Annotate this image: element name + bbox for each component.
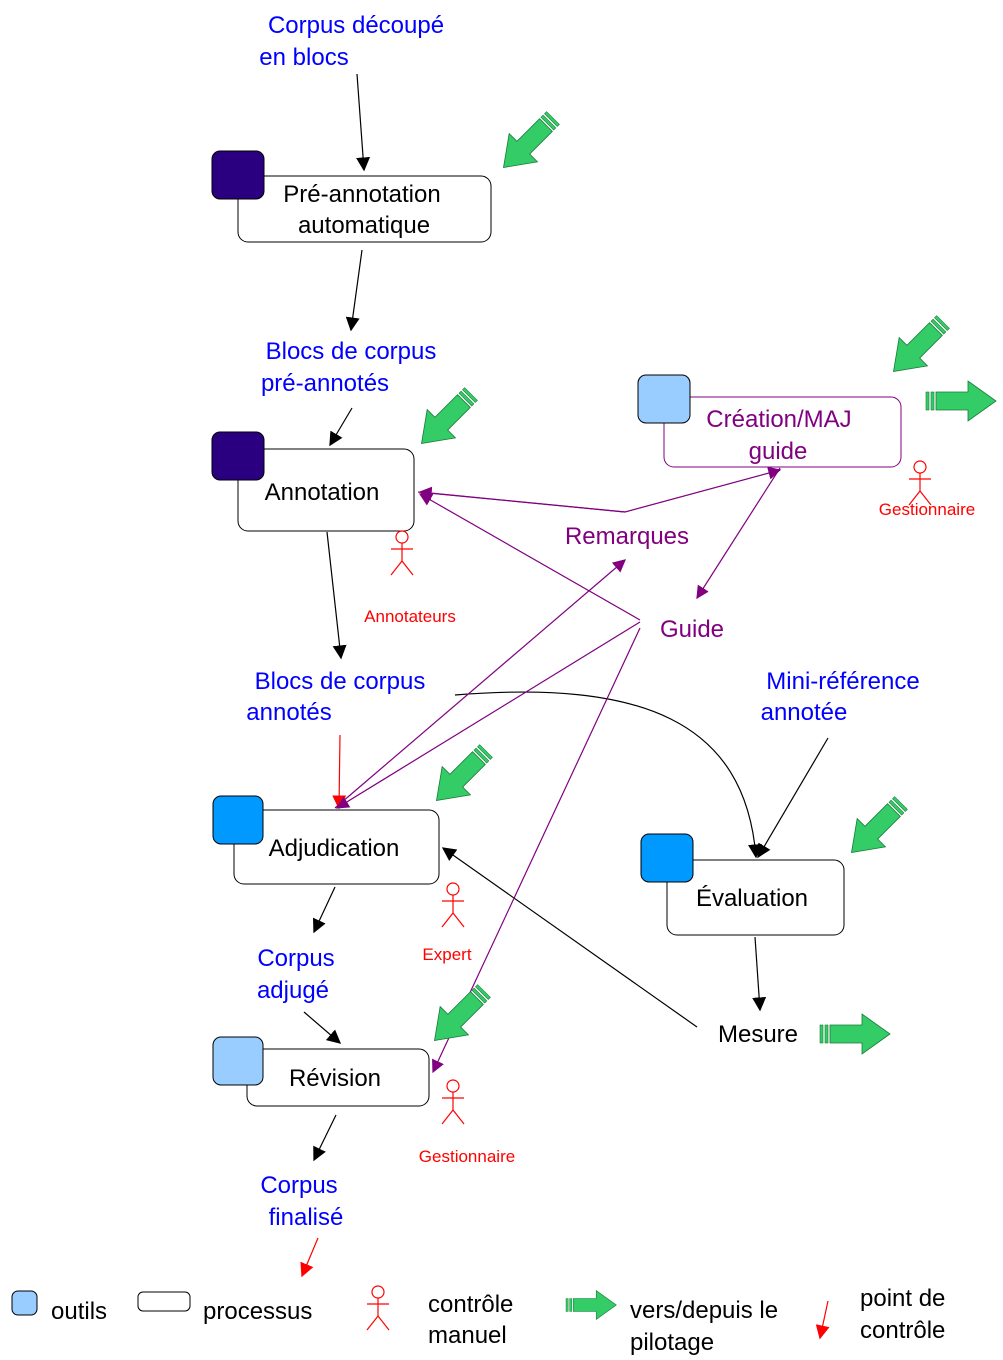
process-creation-guide: Création/MAJ guide <box>637 374 902 468</box>
pilot-arrow-mesure <box>819 1013 891 1055</box>
process-label: Adjudication <box>269 835 400 862</box>
legend-pilotage-2: pilotage <box>630 1329 714 1356</box>
label-corpus-adjuge: Corpus <box>257 945 334 972</box>
process-label-2: guide <box>749 438 808 465</box>
label-blocs-annotes-2: annotés <box>246 699 331 726</box>
label-mini-reference-2: annotée <box>761 699 848 726</box>
label-corpus-adjuge-2: adjugé <box>257 977 329 1004</box>
label-blocs-annotes: Blocs de corpus <box>255 668 426 695</box>
arrow-revision-to-corpus <box>313 1114 337 1162</box>
process-label-2: automatique <box>298 212 430 239</box>
legend-outils: outils <box>51 1298 107 1325</box>
flow-arrows <box>300 73 829 1278</box>
tool-icon <box>212 795 264 845</box>
legend: outils processus contrôle manuel vers/de… <box>11 1285 945 1356</box>
pilot-arrow-preannotation <box>488 103 568 183</box>
process-label: Annotation <box>265 479 380 506</box>
role-expert: Expert <box>422 882 472 964</box>
arrow-corpus-to-revision <box>303 1011 342 1044</box>
label-corpus-finalise-2: finalisé <box>269 1204 344 1231</box>
arrow-corpus-to-preannotation <box>356 73 371 172</box>
pilot-arrow-evaluation <box>836 788 916 868</box>
tool-icon <box>211 431 265 481</box>
role-label: Annotateurs <box>364 607 456 626</box>
legend-control-arrow <box>815 1300 830 1340</box>
process-preannotation: Pré-annotation automatique <box>211 150 492 243</box>
pilot-arrow-annotation <box>406 379 486 459</box>
label-guide: Guide <box>660 616 724 643</box>
legend-pilotage: vers/depuis le <box>630 1297 778 1324</box>
arrow-adjudication-to-corpus <box>312 886 336 934</box>
control-arrow-final <box>300 1237 319 1278</box>
label-remarques: Remarques <box>565 523 689 550</box>
process-label: Révision <box>289 1065 381 1092</box>
artifacts: Remarques Guide Mesure <box>565 523 798 1048</box>
label-blocs-preannotes: Blocs de corpus <box>266 338 437 365</box>
legend-tool-swatch <box>11 1290 38 1316</box>
arrow-preannotation-to-blocs <box>345 249 363 332</box>
arrow-creation-to-guide <box>696 467 781 600</box>
legend-person-icon <box>366 1285 390 1331</box>
data-labels: Corpus découpé en blocs Blocs de corpus … <box>246 12 919 1231</box>
arrow-blocs-to-evaluation <box>454 691 762 859</box>
arrow-mini-reference-to-evaluation <box>757 737 829 859</box>
arrow-remarques-to-guide-creation <box>624 466 782 513</box>
legend-controle-2: contrôle <box>860 1317 945 1344</box>
process-label: Pré-annotation <box>283 181 440 208</box>
label-mesure: Mesure <box>718 1021 798 1048</box>
process-revision: Révision <box>212 1036 430 1107</box>
process-adjudication: Adjudication <box>212 795 440 885</box>
arrow-guide-to-adjudication <box>335 621 641 809</box>
legend-controle: contrôle <box>428 1291 513 1318</box>
label-corpus-finalise: Corpus <box>260 1172 337 1199</box>
pilot-arrow-creation-in <box>878 307 958 387</box>
arrow-evaluation-to-mesure <box>752 936 767 1012</box>
label-corpus-decoupe-2: en blocs <box>259 44 348 71</box>
label-corpus-decoupe: Corpus découpé <box>268 12 444 39</box>
legend-pilot-arrow <box>565 1290 617 1320</box>
label-blocs-preannotes-2: pré-annotés <box>261 370 389 397</box>
tool-icon <box>212 1036 264 1086</box>
arrow-guide-to-annotation <box>418 493 641 621</box>
role-label: Expert <box>422 945 471 964</box>
arrow-blocs-to-annotation <box>329 407 353 447</box>
label-mini-reference: Mini-référence <box>766 668 919 695</box>
legend-process-swatch <box>137 1291 191 1312</box>
tool-icon <box>637 374 691 424</box>
role-annotateurs: Annotateurs <box>364 530 456 626</box>
pilot-arrow-revision <box>419 976 499 1056</box>
arrow-guide-to-remarques-point <box>418 486 626 513</box>
role-gestionnaire-bottom: Gestionnaire <box>419 1079 515 1166</box>
role-gestionnaire-top: Gestionnaire <box>879 460 975 519</box>
pilot-arrow-creation-out <box>925 380 997 422</box>
legend-manuel: manuel <box>428 1322 507 1349</box>
role-label: Gestionnaire <box>879 500 975 519</box>
process-annotation: Annotation <box>211 431 415 532</box>
arrow-adjudication-to-remarques <box>334 559 626 809</box>
tool-icon <box>211 150 265 200</box>
legend-point: point de <box>860 1285 945 1312</box>
process-label: Évaluation <box>696 885 808 912</box>
role-label: Gestionnaire <box>419 1147 515 1166</box>
arrow-annotation-to-blocs-annotes <box>326 531 347 660</box>
process-label: Création/MAJ <box>706 406 851 433</box>
arrow-mesure-to-adjudication <box>441 847 698 1028</box>
control-arrow-adjudication <box>332 734 347 810</box>
tool-icon <box>640 833 694 883</box>
process-evaluation: Évaluation <box>640 833 845 936</box>
legend-processus: processus <box>203 1298 312 1325</box>
